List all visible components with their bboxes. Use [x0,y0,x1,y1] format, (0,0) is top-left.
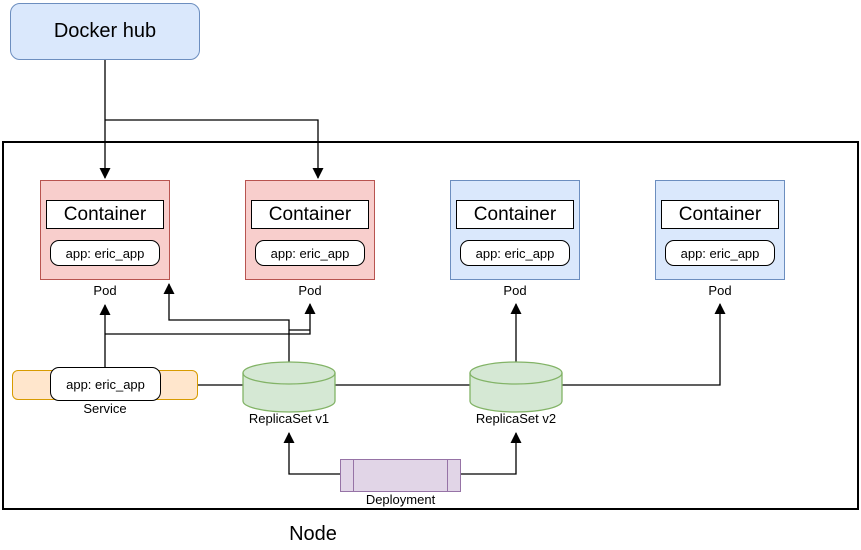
pod2-caption: Pod [298,283,322,298]
pod3-caption: Pod [503,283,527,298]
pod3-container-box: Container [456,200,574,229]
pod1-container-box: Container [46,200,164,229]
pod3-box: Container app: eric_app [450,180,580,280]
pod4-container-box: Container [661,200,779,229]
pod3-container-label: Container [473,203,557,225]
pod2-container-label: Container [268,203,352,225]
pod2-box: Container app: eric_app [245,180,375,280]
service-caption: Service [83,401,127,416]
node-caption: Node [289,523,337,545]
service-app-label-box: app: eric_app [50,367,161,401]
pod4-app-label: app: eric_app [680,245,760,261]
pod2-container-box: Container [251,200,369,229]
deployment-divider-left [353,460,355,491]
docker-hub-label: Docker hub [53,20,157,42]
pod1-app-label: app: eric_app [65,245,145,261]
pod1-container-label: Container [63,203,147,225]
pod4-caption: Pod [708,283,732,298]
deployment-caption: Deployment [365,492,436,507]
node-boundary [2,141,859,510]
pod3-app-label-box: app: eric_app [460,240,570,266]
pod1-caption: Pod [93,283,117,298]
pod2-app-label: app: eric_app [270,245,350,261]
pod4-box: Container app: eric_app [655,180,785,280]
service-app-label: app: eric_app [66,376,145,392]
pod1-app-label-box: app: eric_app [50,240,160,266]
replicaset-v1-caption: ReplicaSet v1 [248,411,330,426]
pod4-app-label-box: app: eric_app [665,240,775,266]
pod2-app-label-box: app: eric_app [255,240,365,266]
replicaset-v2-caption: ReplicaSet v2 [475,411,557,426]
deployment-divider-right [446,460,448,491]
pod3-app-label: app: eric_app [475,245,555,261]
docker-hub-box: Docker hub [10,3,200,60]
pod1-box: Container app: eric_app [40,180,170,280]
pod4-container-label: Container [678,203,762,225]
deployment-box [340,459,461,492]
